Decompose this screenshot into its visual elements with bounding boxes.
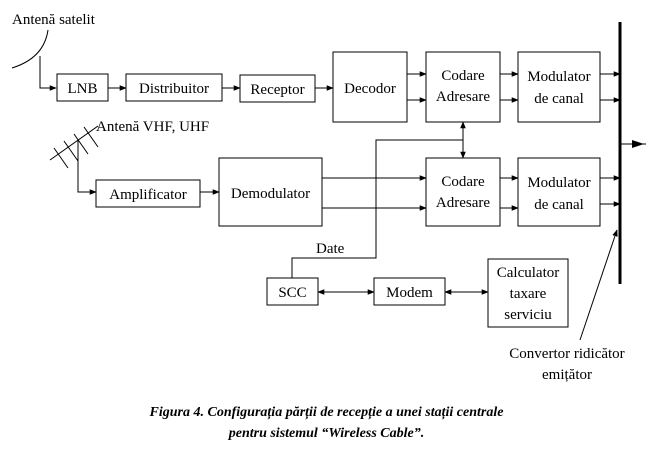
convertor-line1: Convertor ridicător [509,346,624,362]
calculator-line3: serviciu [504,307,552,323]
modulator-top-line2: de canal [534,91,584,107]
modem-block [373,277,446,306]
demodulator-block [218,157,323,227]
modulator-bottom-line2: de canal [534,197,584,213]
antenna-vhf-label: Antenă VHF, UHF [96,119,209,135]
date-label: Date [316,241,345,257]
antenna-vhf-feed-line [77,140,97,195]
modem-label: Modem [386,285,433,301]
modulator-block-bottom [517,157,601,227]
bus-output-arrowhead [632,140,644,148]
convertor-line2: emițător [542,367,592,383]
figure-caption: Figura 4. Configurația părții de recepți… [0,402,653,444]
modulator-block-top [517,51,601,123]
amplificator-label: Amplificator [109,187,186,203]
demodulator-label: Demodulator [231,186,310,202]
vhf-uhf-antenna-icon [49,125,99,169]
scc-label: SCC [278,285,306,301]
codare-bottom-line2: Adresare [436,195,490,211]
codare-block-top [425,51,501,123]
receptor-block [239,74,316,103]
decodor-label: Decodor [344,81,396,97]
distributor-label: Distribuitor [139,81,209,97]
decodor-block [332,51,408,123]
caption-line1: Figura 4. Configurația părții de recepți… [149,405,504,420]
convertor-pointer-arrow [579,229,618,341]
date-line-to-codare-top [291,121,466,278]
calculator-block [487,258,569,328]
codare-top-line1: Codare [441,68,485,84]
receptor-label: Receptor [250,82,304,98]
codare-top-line2: Adresare [436,89,490,105]
calculator-line1: Calculator [497,265,559,281]
modulator-bottom-line1: Modulator [527,175,590,191]
satellite-dish-icon [11,29,49,69]
lnb-label: LNB [68,81,98,97]
scc-block [266,277,319,306]
calculator-line2: taxare [510,286,547,302]
codare-block-bottom [425,157,501,227]
modulator-top-line1: Modulator [527,69,590,85]
dish-feed-line [39,56,57,91]
lnb-block [56,73,109,102]
codare-bottom-line1: Codare [441,174,485,190]
distributor-block [125,73,223,102]
amplificator-block [95,179,201,208]
antenna-satellite-label: Antenă satelit [12,12,96,28]
caption-line2: pentru sistemul “Wireless Cable”. [228,426,425,441]
